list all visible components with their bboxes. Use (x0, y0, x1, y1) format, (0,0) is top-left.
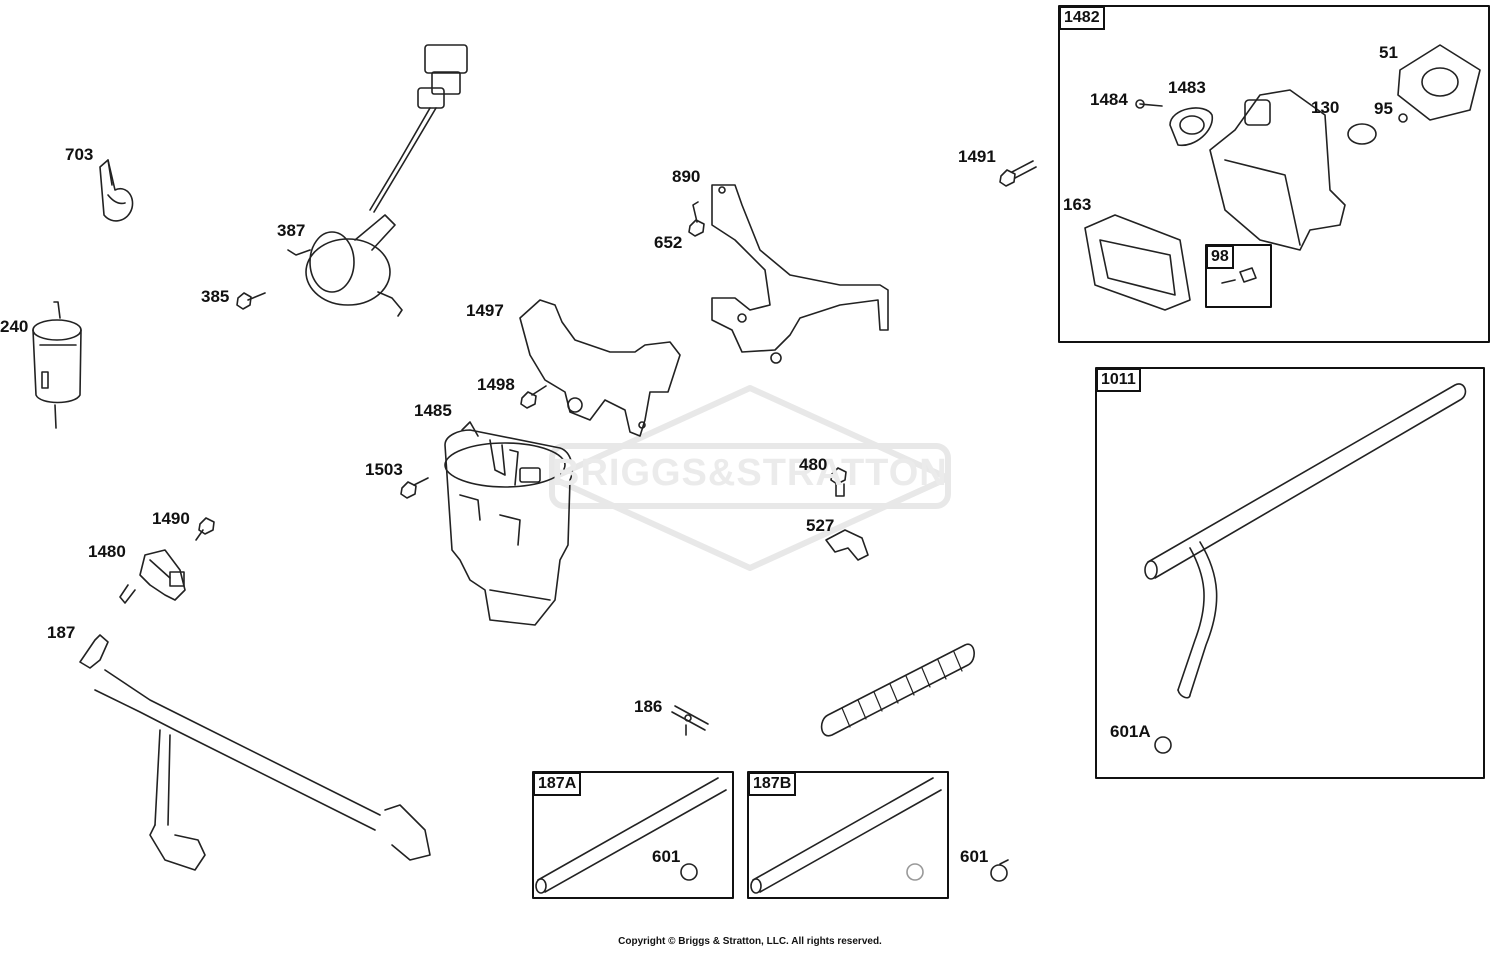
callout-480: 480 (799, 455, 828, 474)
box-98 (1205, 244, 1272, 308)
callout-652: 652 (654, 233, 683, 252)
box-1011 (1095, 367, 1485, 779)
callout-1480: 1480 (88, 542, 126, 561)
part-1490-bolt (195, 517, 215, 541)
callout-385: 385 (201, 287, 230, 306)
part-1480-injector (119, 549, 186, 604)
watermark-text: BRIGGS&STRATTON (552, 452, 948, 494)
part-1497-bracket (519, 299, 681, 437)
part-1503-bolt (400, 477, 429, 499)
callout-1503: 1503 (365, 460, 403, 479)
part-hose-sleeve (820, 643, 975, 737)
callout-601-outside: 601 (960, 847, 989, 866)
box-label-98: 98 (1206, 245, 1234, 269)
callout-163: 163 (1063, 195, 1092, 214)
copyright-notice: Copyright © Briggs & Stratton, LLC. All … (618, 936, 882, 947)
part-187A-hose (535, 777, 727, 894)
part-652-bolt (688, 201, 705, 237)
callout-1491: 1491 (958, 147, 996, 166)
callout-240: 240 (0, 317, 29, 336)
callout-130: 130 (1311, 98, 1340, 117)
part-240-fuel-filter (32, 301, 82, 429)
part-480-bolt (830, 467, 847, 497)
part-187B-hose (750, 777, 942, 894)
watermark-logo (549, 385, 951, 571)
box-1482 (1058, 5, 1490, 343)
box-label-187A: 187A (533, 772, 582, 796)
part-387-fuel-pump (287, 44, 468, 317)
part-1498-bolt (520, 385, 547, 409)
callout-601-box-187A: 601 (652, 847, 681, 866)
callout-1497: 1497 (466, 301, 504, 320)
part-1491-bolt (999, 160, 1037, 187)
box-label-1011: 1011 (1096, 368, 1141, 392)
box-187A (532, 771, 734, 899)
box-label-1482: 1482 (1059, 6, 1105, 30)
callout-601A: 601A (1110, 722, 1151, 741)
part-1485-fuel-module (444, 421, 574, 626)
callout-387: 387 (277, 221, 306, 240)
callout-1490: 1490 (152, 509, 190, 528)
part-527-clip (825, 529, 869, 561)
callout-890: 890 (672, 167, 701, 186)
callout-51: 51 (1379, 43, 1398, 62)
part-187-fuel-line (79, 634, 431, 871)
callout-1483: 1483 (1168, 78, 1206, 97)
callout-187: 187 (47, 623, 76, 642)
callout-703: 703 (65, 145, 94, 164)
part-1482-throttle-body (1084, 44, 1481, 311)
callout-527: 527 (806, 516, 835, 535)
box-label-187B: 187B (748, 772, 797, 796)
part-601-clamp (990, 859, 1009, 882)
callout-1485: 1485 (414, 401, 452, 420)
callout-186: 186 (634, 697, 663, 716)
part-186-connector (671, 705, 709, 736)
callout-1484: 1484 (1090, 90, 1128, 109)
callout-1498: 1498 (477, 375, 515, 394)
callout-95: 95 (1374, 99, 1393, 118)
part-1011-hose (1144, 383, 1467, 754)
part-890-bracket (711, 184, 889, 364)
part-385-screw (236, 292, 266, 310)
part-703-clamp (99, 159, 134, 222)
box-187B (747, 771, 949, 899)
